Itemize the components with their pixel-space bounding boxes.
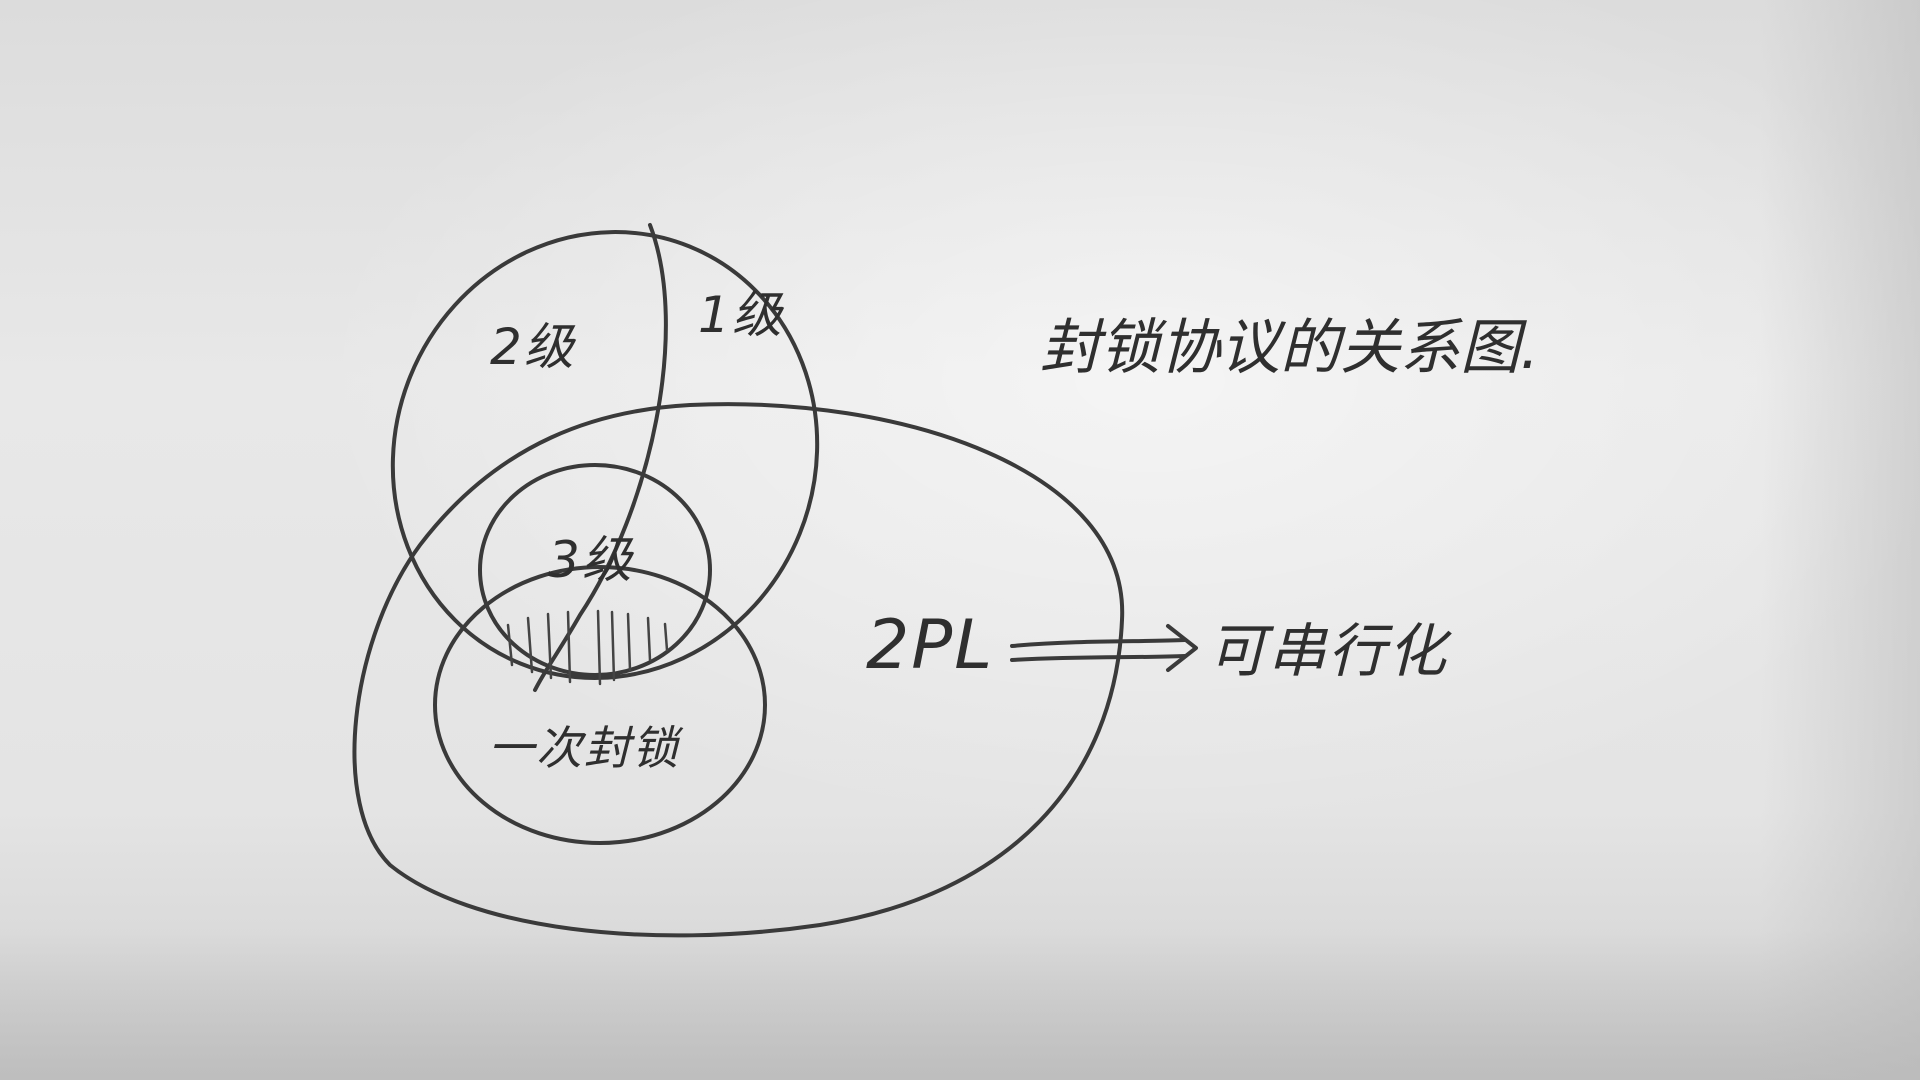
serializable-label: 可串行化 (1208, 617, 1449, 685)
level-divider-curve (533, 223, 668, 692)
level-oval (390, 230, 820, 680)
one-time-lock-ellipse (433, 565, 767, 845)
level3-label: 3级 (548, 531, 634, 589)
paper-shadow-right (1760, 0, 1920, 1080)
two-pl-label: 2PL (866, 606, 995, 685)
level3-circle (478, 463, 712, 677)
one-time-lock-label: 一次封锁 (488, 721, 680, 775)
level1-label: 1级 (698, 286, 784, 344)
implies-arrow (1010, 624, 1198, 672)
paper-shadow-bottom (0, 930, 1920, 1080)
two-pl-oval (352, 402, 1125, 938)
diagram-title: 封锁协议的关系图. (1040, 313, 1540, 383)
level2-label: 2级 (490, 318, 576, 376)
overlap-hatching (506, 609, 669, 686)
